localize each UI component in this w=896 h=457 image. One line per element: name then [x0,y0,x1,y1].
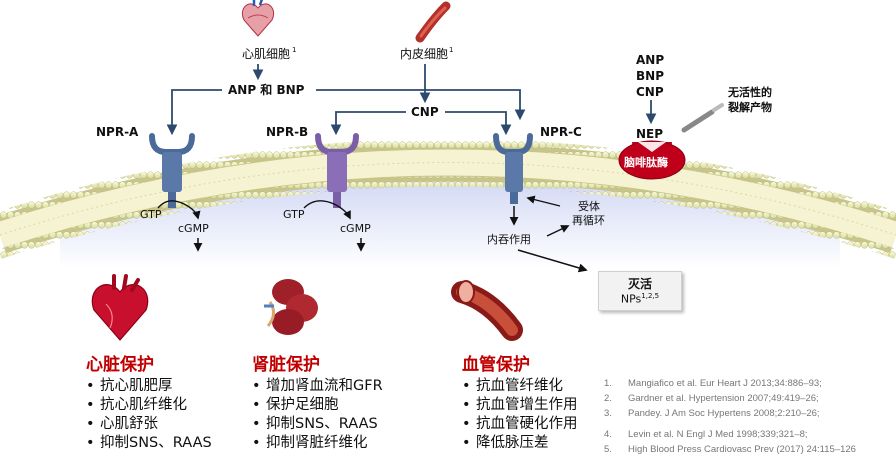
reference-num: 3. [604,408,612,419]
reference-num: 5. [604,444,612,455]
nep-substrate-anp: ANP [636,53,664,67]
inactivation-sup: 1,2,5 [641,292,660,300]
kidney-icon [264,279,318,335]
cardiomyocyte-label: 心肌细胞 [242,47,290,61]
recycle-line2: 再循环 [572,214,605,227]
to-inactivation-arrow [517,249,588,273]
renal-item: 增加肾血流和GFR [252,377,383,396]
npr-b-receptor [315,133,359,208]
reference-item: 2. Gardner et al. Hypertension 2007;49:41… [604,391,856,406]
cardiomyocyte-sup: 1 [292,46,296,54]
vessel-cell-icon [415,1,451,43]
reference-text: Mangiafico et al. Eur Heart J 2013;34:88… [628,378,822,389]
anp-bnp-to-npra-arrow [166,89,222,136]
renal-protection-title: 肾脏保护 [252,355,320,375]
nep-enzyme-label: 脑啡肽酶 [624,155,668,169]
reference-num: 1. [604,378,612,389]
nep-substrate-bnp: BNP [636,69,664,83]
vascular-protection-title: 血管保护 [462,355,530,375]
reference-text: High Blood Press Cardiovasc Prev (2017) … [628,444,856,455]
cell-membrane [0,138,896,259]
inactivation-box: 灭活 NPs1,2,5 [598,271,682,311]
inactivation-text: NPs1,2,5 [599,292,681,306]
nep-label: NEP [636,127,663,141]
anp-bnp-label: ANP 和 BNP [228,82,305,97]
reference-item: 3. Pandey. J Am Soc Hypertens 2008;2:210–… [604,406,856,421]
reference-text: Gardner et al. Hypertension 2007;49:419–… [628,393,819,404]
cardiac-item: 抗心肌肥厚 [86,377,212,396]
gtp-to-cgmp-a-arrow [157,200,201,220]
reference-item: 1. Mangiafico et al. Eur Heart J 2013;34:… [604,376,856,391]
renal-protection-section: 肾脏保护 增加肾血流和GFR 保护足细胞 抑制SNS、RAAS 抑制肾脏纤维化 [252,350,383,453]
vascular-item: 抗血管硬化作用 [462,415,578,434]
renal-item: 抑制SNS、RAAS [252,415,383,434]
reference-text: Pandey. J Am Soc Hypertens 2008;2:210–26… [628,408,820,419]
npr-c-label: NPR-C [540,125,582,139]
renal-item: 抑制肾脏纤维化 [252,434,383,453]
vascular-protection-section: 血管保护 抗血管纤维化 抗血管增生作用 抗血管硬化作用 降低脉压差 [462,350,578,453]
reference-num: 2. [604,393,612,404]
vascular-item: 抗血管增生作用 [462,396,578,415]
cgmp-a-label: cGMP [178,222,209,235]
reference-item: 4. Levin et al. N Engl J Med 1998;339;321… [604,427,856,442]
npr-a-receptor [149,133,195,208]
cnp-label: CNP [411,105,439,119]
npr-c-receptor [493,133,533,204]
references: 1. Mangiafico et al. Eur Heart J 2013;34:… [604,376,856,457]
recycle-arrow [546,225,570,237]
cgmp-b-label: cGMP [340,222,371,235]
cardiac-item: 抗心肌纤维化 [86,396,212,415]
cnp-to-nprc-arrow [445,111,512,136]
vascular-item: 降低脉压差 [462,434,578,453]
gtp-b-label: GTP [283,208,305,221]
degradation-arrow [681,103,724,133]
cardiac-item: 心肌舒张 [86,415,212,434]
reference-num: 4. [604,429,612,440]
npr-b-label: NPR-B [266,125,308,139]
gtp-to-cgmp-b-arrow [303,200,351,220]
recycle-return-arrow [526,195,561,207]
nep-substrate-cnp: CNP [636,85,664,99]
cardiac-protection-section: 心脏保护 抗心肌肥厚 抗心肌纤维化 心肌舒张 抑制SNS、RAAS [86,350,212,453]
endothelial-sup: 1 [449,46,453,54]
endothelial-label: 内皮细胞 [400,47,448,61]
vascular-item: 抗血管纤维化 [462,377,578,396]
reference-text: Levin et al. N Engl J Med 1998;339;321–8… [628,429,808,440]
heart-organ-icon [91,274,149,341]
cardiac-item: 抑制SNS、RAAS [86,434,212,453]
nep-enzyme-icon [618,140,686,180]
renal-item: 保护足细胞 [252,396,383,415]
anp-bnp-to-nprc-arrow [316,89,526,121]
inactivation-title: 灭活 [627,277,652,291]
endocytosis-label: 内吞作用 [487,232,531,246]
cnp-to-nprb-arrow [330,111,406,136]
degradation-line1: 无活性的 [727,85,772,99]
inactivation-nps: NPs [620,292,642,306]
gtp-a-label: GTP [140,208,162,221]
heart-cell-icon [242,0,274,37]
cardiac-protection-title: 心脏保护 [86,355,154,375]
recycle-line1: 受体 [578,199,600,213]
reference-item: 5. High Blood Press Cardiovasc Prev (2017… [604,442,856,457]
degradation-line2: 裂解产物 [727,100,772,114]
npr-a-label: NPR-A [96,125,139,139]
vessel-organ-icon [451,280,523,341]
